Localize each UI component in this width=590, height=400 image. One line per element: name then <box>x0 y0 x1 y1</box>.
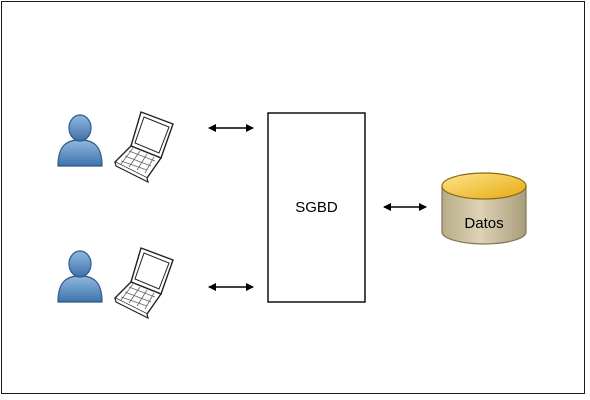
client-2 <box>57 247 174 319</box>
laptop-icon <box>114 111 174 183</box>
client-1 <box>57 111 174 183</box>
user-icon <box>57 250 103 303</box>
database-node: Datos <box>441 172 527 245</box>
database-label: Datos <box>464 215 503 232</box>
dbms-node: SGBD <box>267 112 366 303</box>
laptop-icon <box>114 247 174 319</box>
dbms-label: SGBD <box>295 199 338 216</box>
user-icon <box>57 114 103 167</box>
database-icon <box>441 172 527 200</box>
